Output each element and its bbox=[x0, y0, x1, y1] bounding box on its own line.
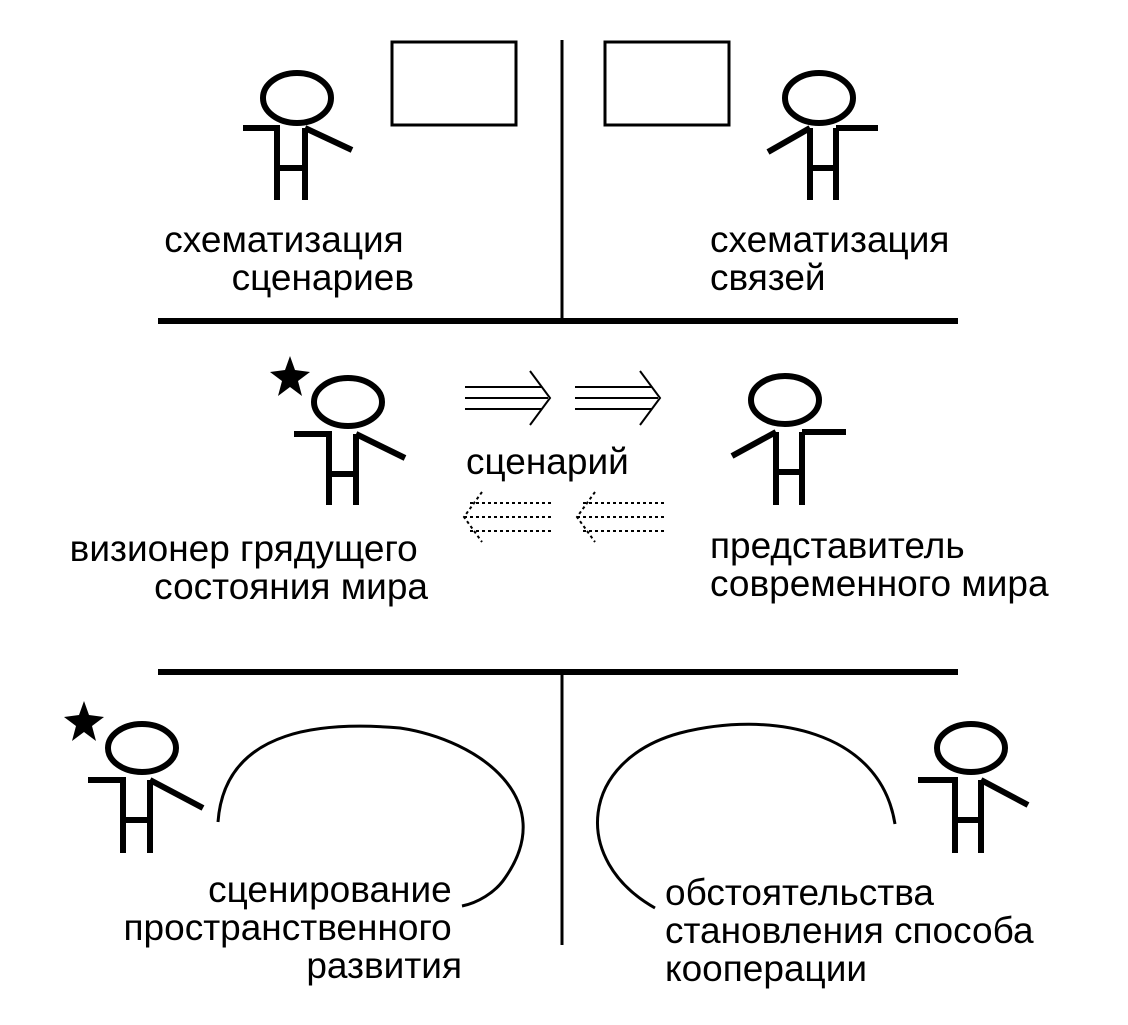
backward-dotted-arrow-icon-1 bbox=[462, 491, 552, 543]
star-icon bbox=[270, 356, 310, 396]
middle-left-label: визионер грядущего состояния мира bbox=[70, 528, 429, 607]
scheme-frame-top-left bbox=[390, 40, 518, 127]
stick-figure-visionary bbox=[294, 375, 407, 505]
bottom-right-label: обстоятельства становления способа коопе… bbox=[665, 872, 1044, 989]
forward-arrow-icon-1 bbox=[465, 370, 552, 426]
middle-right-label: представитель современного мира bbox=[710, 525, 1049, 604]
top-left-label: схематизация сценариев bbox=[164, 219, 414, 298]
star-icon bbox=[64, 701, 104, 741]
bottom-left-label: сценирование пространственного развития bbox=[124, 869, 462, 986]
stick-figure-top-left bbox=[243, 70, 354, 200]
forward-arrow-icon-2 bbox=[575, 370, 662, 426]
stick-figure-top-right bbox=[766, 70, 878, 200]
stick-figure-bottom-right bbox=[918, 721, 1030, 853]
scenario-arc-left bbox=[216, 724, 525, 908]
backward-dotted-arrow-icon-2 bbox=[575, 491, 665, 543]
top-right-label: схематизация связей bbox=[710, 219, 960, 298]
middle-center-label: сценарий bbox=[466, 441, 629, 482]
stick-figure-contemporary bbox=[730, 373, 846, 505]
scenario-arc-right bbox=[596, 722, 897, 910]
stick-figure-bottom-left bbox=[88, 721, 205, 853]
scheme-frame-top-right bbox=[603, 40, 731, 127]
